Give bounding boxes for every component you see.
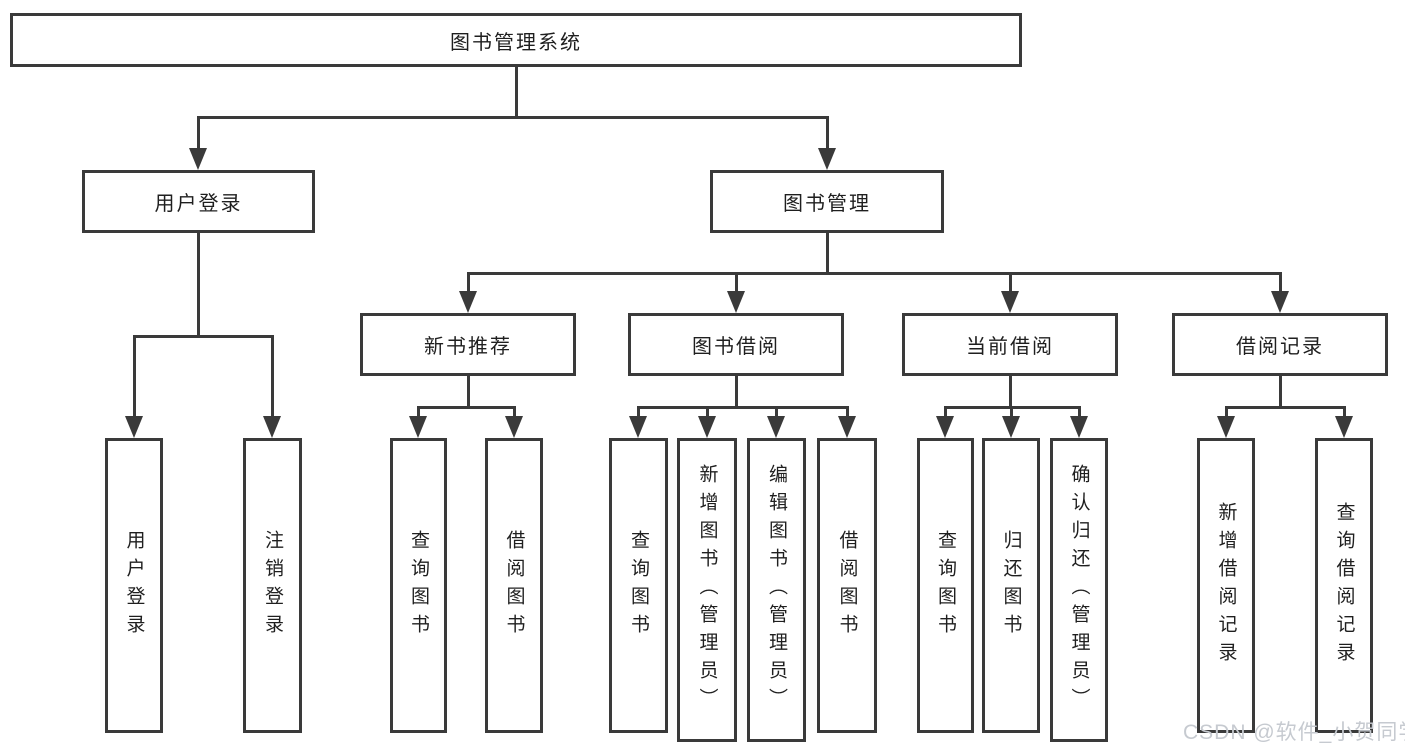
arrowhead-down-icon: [698, 416, 716, 438]
arrowhead-down-icon: [459, 291, 477, 313]
leaf-logout: 注销登录: [243, 438, 302, 733]
leaf-user-login: 用户登录: [105, 438, 163, 733]
connector-book-mgmt-branch: [467, 272, 1281, 275]
connector-drop-current-borrow: [1009, 272, 1012, 292]
arrowhead-down-icon: [125, 416, 143, 438]
leaf-query-books-current: 查询图书: [917, 438, 974, 733]
leaf-add-borrow-record: 新增借阅记录: [1197, 438, 1255, 733]
connector-drop: [1343, 406, 1346, 417]
connector-user-login-stem: [197, 233, 200, 338]
connector-drop-login-leaf: [133, 335, 136, 416]
connector-drop: [1010, 406, 1013, 417]
leaf-add-books-admin: 新增图书（管理员）: [677, 438, 737, 742]
connector-user-login-branch: [133, 335, 274, 338]
node-borrow-records: 借阅记录: [1172, 313, 1388, 376]
connector-drop: [637, 406, 640, 417]
arrowhead-down-icon: [1217, 416, 1235, 438]
connector-drop: [1078, 406, 1081, 417]
arrowhead-down-icon: [263, 416, 281, 438]
node-new-book-rec: 新书推荐: [360, 313, 576, 376]
connector-drop-new-book-rec: [467, 272, 470, 292]
leaf-borrow-books-rec: 借阅图书: [485, 438, 543, 733]
arrowhead-down-icon: [629, 416, 647, 438]
connector-drop: [775, 406, 778, 417]
leaf-return-books: 归还图书: [982, 438, 1040, 733]
arrowhead-down-icon: [767, 416, 785, 438]
leaf-query-borrow-record: 查询借阅记录: [1315, 438, 1373, 733]
arrowhead-down-icon: [1002, 416, 1020, 438]
node-book-mgmt: 图书管理: [710, 170, 944, 233]
node-root: 图书管理系统: [10, 13, 1022, 67]
arrowhead-down-icon: [818, 148, 836, 170]
connector-drop: [944, 406, 947, 417]
connector-drop: [417, 406, 420, 417]
node-current-borrow: 当前借阅: [902, 313, 1118, 376]
connector-book-mgmt-stem: [826, 233, 829, 275]
arrowhead-down-icon: [1001, 291, 1019, 313]
connector-current-borrow-stem: [1009, 376, 1012, 408]
csdn-watermark: CSDN @软件_小贺同学: [1183, 721, 1405, 744]
connector-root-stem: [515, 67, 518, 118]
connector-drop-book-mgmt: [826, 116, 829, 150]
leaf-borrow-books: 借阅图书: [817, 438, 877, 733]
connector-drop-borrow-records: [1279, 272, 1282, 292]
connector-book-borrow-stem: [735, 376, 738, 408]
arrowhead-down-icon: [936, 416, 954, 438]
node-user-login: 用户登录: [82, 170, 315, 233]
arrowhead-down-icon: [505, 416, 523, 438]
connector-drop: [846, 406, 849, 417]
connector-root-branch: [197, 116, 829, 119]
leaf-query-books-borrow: 查询图书: [609, 438, 668, 733]
arrowhead-down-icon: [189, 148, 207, 170]
arrowhead-down-icon: [838, 416, 856, 438]
connector-drop-logout-leaf: [271, 335, 274, 416]
connector-drop: [1225, 406, 1228, 417]
connector-book-borrow-branch: [637, 406, 848, 409]
node-book-borrow: 图书借阅: [628, 313, 844, 376]
connector-drop-user-login: [197, 116, 200, 150]
arrowhead-down-icon: [1335, 416, 1353, 438]
leaf-confirm-return-admin: 确认归还（管理员）: [1050, 438, 1108, 742]
arrowhead-down-icon: [409, 416, 427, 438]
connector-drop: [513, 406, 516, 417]
arrowhead-down-icon: [1271, 291, 1289, 313]
connector-drop-book-borrow: [735, 272, 738, 292]
connector-new-book-rec-branch: [417, 406, 516, 409]
arrowhead-down-icon: [727, 291, 745, 313]
leaf-edit-books-admin: 编辑图书（管理员）: [747, 438, 806, 742]
connector-borrow-records-branch: [1225, 406, 1346, 409]
arrowhead-down-icon: [1070, 416, 1088, 438]
connector-drop: [706, 406, 709, 417]
connector-new-book-rec-stem: [467, 376, 470, 408]
leaf-query-books-rec: 查询图书: [390, 438, 447, 733]
connector-borrow-records-stem: [1279, 376, 1282, 408]
